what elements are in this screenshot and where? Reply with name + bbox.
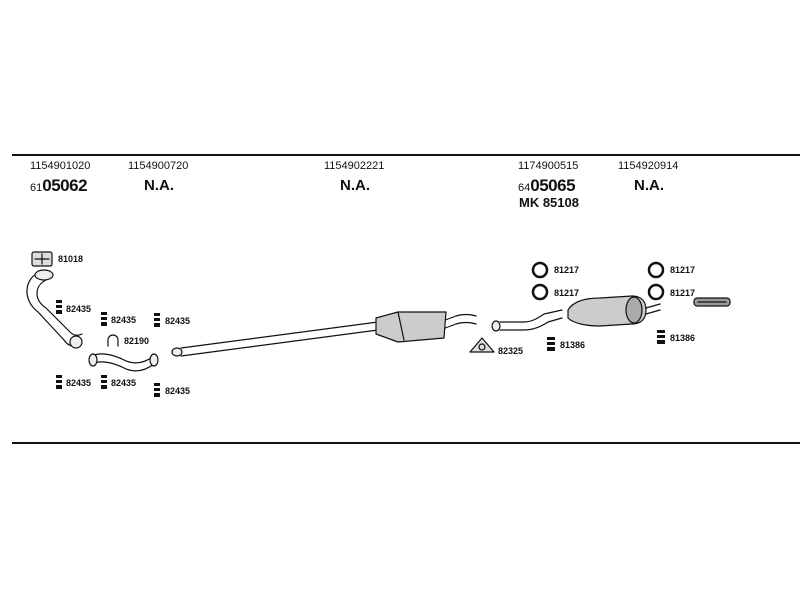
part-number-3: 1154902221 [324,160,385,172]
bolt-icon [100,375,108,389]
ref-bolt-2: 82435 [111,315,137,325]
rear-silencer [567,295,661,327]
ref-rubber-1: 81386 [560,340,586,350]
code-4-prefix: 64 [518,182,531,194]
ref-bolt-4: 82435 [66,378,92,388]
flange-gasket-icon [31,251,53,267]
rear-pipe [491,309,563,332]
bolt-icon [153,383,161,397]
ref-bolt-6: 82435 [165,386,191,396]
bolt-icon [153,313,161,327]
status-5: N.A. [634,177,664,194]
bolt-icon [100,312,108,326]
bolt-icon [55,375,63,389]
part-number-2: 1154900720 [128,160,189,172]
top-divider [12,154,800,156]
ref-ring-3: 81217 [670,265,696,275]
center-pipe [171,313,477,357]
rubber-hanger-icon [656,330,666,344]
status-2: N.A. [144,177,174,194]
ref-flange: 81018 [58,254,84,264]
ref-bolt-1: 82435 [66,304,92,314]
status-3: N.A. [340,177,370,194]
intermediate-pipe [88,353,159,372]
part-number-5: 1154920914 [618,160,679,172]
clamp-u-icon [107,334,119,347]
tailpipe-trim [693,297,731,307]
kit-number-4: MK 85108 [519,195,579,210]
ref-ring-2: 81217 [554,288,580,298]
middle-silencer [375,311,447,343]
front-pipe [26,269,83,349]
ref-rubber-2: 81386 [670,333,696,343]
part-number-4: 1174900515 [518,160,579,172]
code-4: 6405065 [518,176,576,196]
code-1-prefix: 61 [30,182,43,194]
bolt-icon [55,300,63,314]
code-1-main: 05062 [42,176,88,195]
code-4-main: 05065 [530,176,576,195]
rubber-hanger-icon [546,337,556,351]
rubber-ring-icon [531,283,549,301]
bottom-divider [12,442,800,444]
rubber-ring-icon [647,283,665,301]
rubber-ring-icon [647,261,665,279]
ref-clamp: 82190 [124,336,150,346]
ref-bolt-5: 82435 [111,378,137,388]
ref-ring-1: 81217 [554,265,580,275]
code-1: 6105062 [30,176,88,196]
bracket-icon [469,337,495,353]
part-number-1: 1154901020 [30,160,91,172]
ref-bracket: 82325 [498,346,524,356]
rubber-ring-icon [531,261,549,279]
ref-bolt-3: 82435 [165,316,191,326]
ref-ring-4: 81217 [670,288,696,298]
